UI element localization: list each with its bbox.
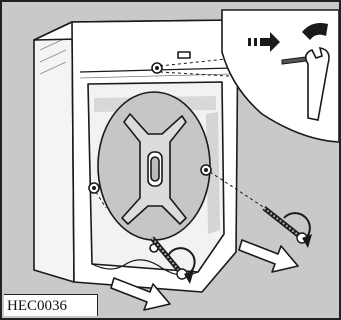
figure-code: HEC0036	[4, 294, 98, 316]
washing-machine-icon	[34, 20, 238, 292]
diagram-canvas	[2, 2, 339, 318]
cabinet-side-panel	[34, 22, 74, 282]
